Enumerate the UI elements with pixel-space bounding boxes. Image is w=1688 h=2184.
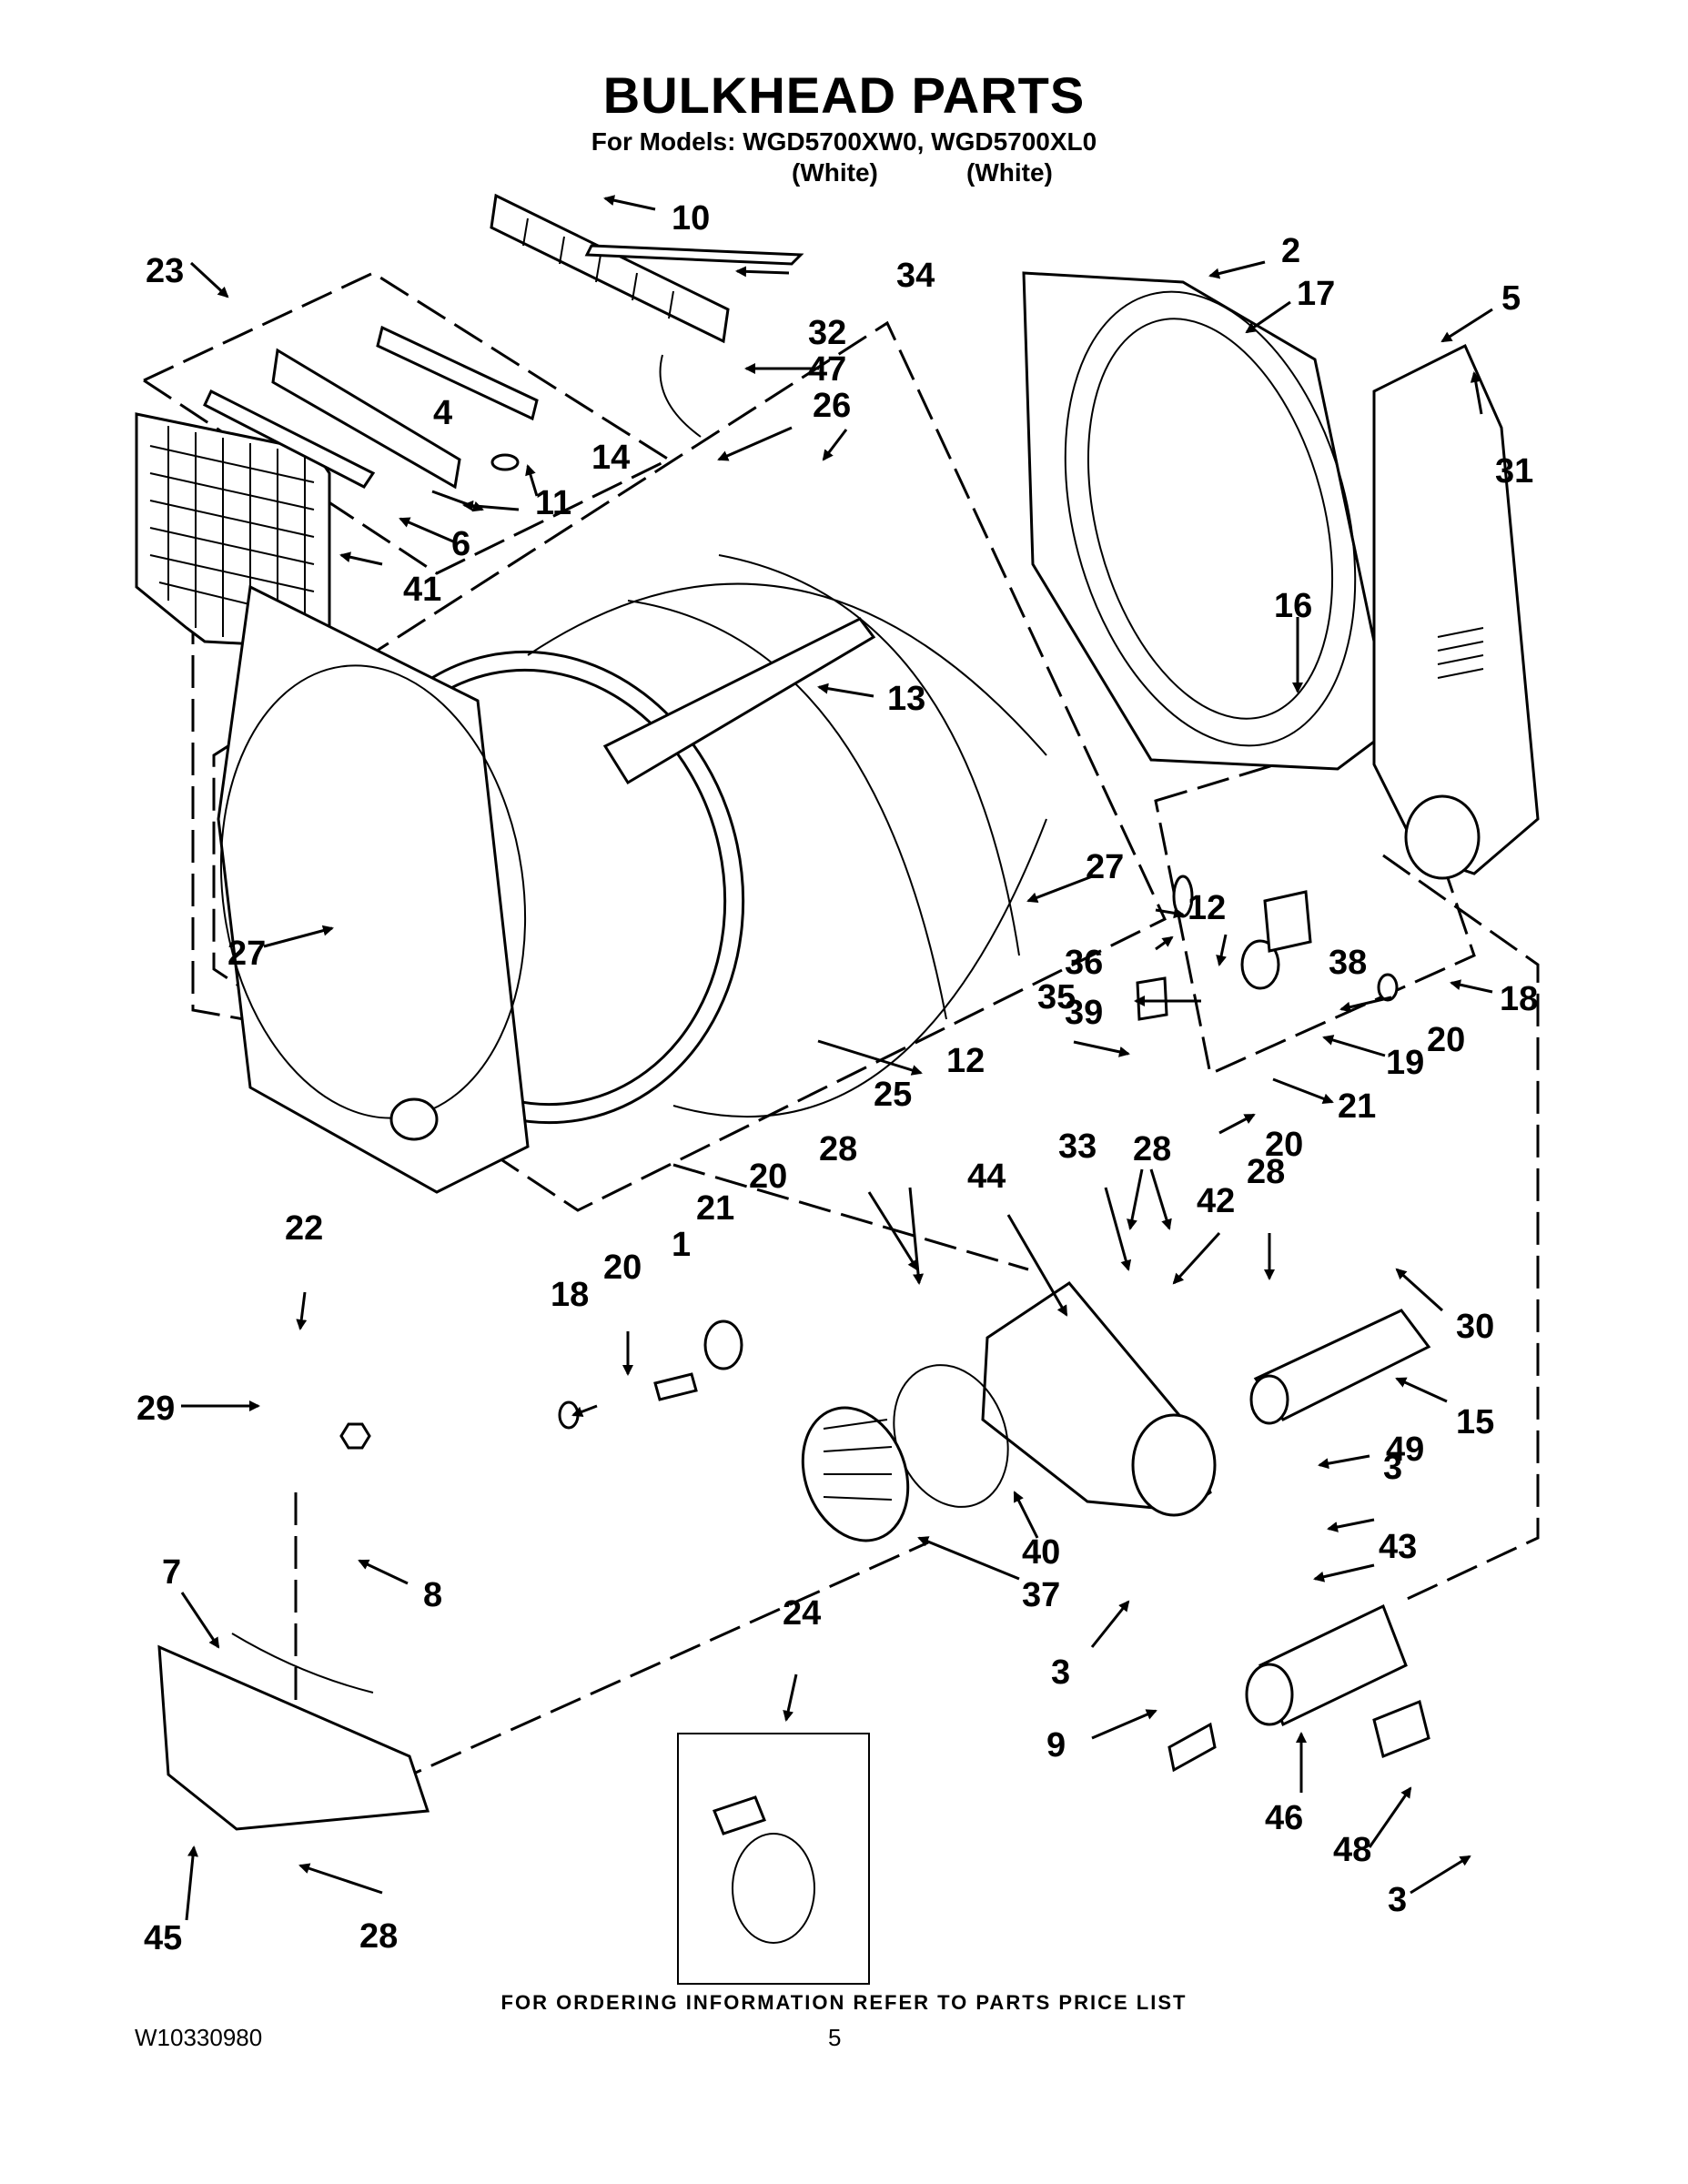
callout-29: 29 [136, 1390, 175, 1428]
callout-30: 30 [1456, 1308, 1494, 1346]
callout-3c: 3 [1388, 1881, 1407, 1919]
page-title: BULKHEAD PARTS [602, 66, 1086, 124]
callout-38: 38 [1329, 944, 1367, 982]
callout-20d: 20 [749, 1158, 787, 1196]
grille-part [490, 193, 804, 438]
callout-14: 14 [591, 439, 630, 477]
callout-48: 48 [1333, 1831, 1371, 1869]
callout-8: 8 [423, 1576, 442, 1614]
callout-36: 36 [1065, 944, 1103, 982]
rear-bulkhead-part [1022, 271, 1540, 880]
callout-1: 1 [672, 1226, 691, 1264]
front-bulkhead-part [217, 584, 530, 1194]
callout-3a: 3 [1383, 1449, 1402, 1487]
callout-10: 10 [672, 199, 710, 238]
callout-27b: 27 [227, 935, 266, 973]
callout-34: 34 [896, 257, 935, 295]
callout-12b: 12 [946, 1042, 985, 1080]
models-line: For Models: WGD5700XW0, WGD5700XL0 [591, 127, 1097, 156]
callout-9: 9 [1046, 1726, 1066, 1764]
callout-12a: 12 [1188, 889, 1226, 927]
callout-33: 33 [1058, 1127, 1097, 1166]
callout-41: 41 [403, 571, 441, 609]
callout-19: 19 [1386, 1044, 1424, 1082]
callout-labels: 1 2 3 3 3 4 5 6 7 8 9 10 11 12 12 13 14 … [136, 199, 1538, 1957]
callout-28d: 28 [359, 1917, 398, 1956]
callout-5: 5 [1501, 279, 1521, 318]
callout-28a: 28 [1133, 1130, 1171, 1168]
callout-20c: 20 [603, 1249, 642, 1287]
leader-lines [180, 195, 1493, 1921]
page-number: 5 [828, 2024, 842, 2051]
callout-32: 32 [808, 314, 846, 352]
callout-27a: 27 [1086, 848, 1124, 886]
assembly-outlines [140, 271, 1540, 1985]
callout-20b: 20 [1265, 1126, 1303, 1164]
document-number: W10330980 [135, 2024, 263, 2051]
callout-26: 26 [813, 387, 851, 425]
model-color-2: (White) [966, 158, 1053, 187]
callout-17: 17 [1297, 275, 1335, 313]
callout-39: 39 [1065, 994, 1103, 1032]
callout-21a: 21 [1338, 1087, 1376, 1126]
callout-40: 40 [1022, 1533, 1060, 1572]
kit-24-box [677, 1733, 870, 1985]
callout-15: 15 [1456, 1403, 1494, 1441]
callout-25: 25 [874, 1076, 912, 1114]
callout-45: 45 [144, 1919, 182, 1957]
hardware-parts [157, 875, 1430, 1831]
callout-3b: 3 [1051, 1653, 1070, 1692]
callout-4: 4 [433, 394, 452, 432]
callout-28c: 28 [819, 1130, 857, 1168]
lint-housing-parts [203, 325, 539, 490]
callout-20a: 20 [1427, 1021, 1465, 1059]
callout-47: 47 [808, 350, 846, 389]
model-color-1: (White) [792, 158, 878, 187]
callout-43: 43 [1379, 1528, 1417, 1566]
callout-42: 42 [1197, 1182, 1235, 1220]
ordering-note: FOR ORDERING INFORMATION REFER TO PARTS … [500, 1991, 1188, 2014]
callout-44: 44 [967, 1158, 1006, 1196]
callout-31: 31 [1495, 452, 1533, 490]
callout-23: 23 [146, 252, 184, 290]
burner-parts [713, 1309, 1431, 1944]
callout-35: 35 [1037, 978, 1076, 1016]
callout-6: 6 [451, 525, 470, 563]
callout-7: 7 [162, 1553, 181, 1592]
callout-21b: 21 [696, 1189, 734, 1228]
callout-49: 49 [1386, 1431, 1424, 1469]
callout-37: 37 [1022, 1576, 1060, 1614]
callout-18a: 18 [1500, 980, 1538, 1018]
callout-11: 11 [535, 484, 571, 522]
callout-13: 13 [887, 680, 925, 718]
callout-16: 16 [1274, 587, 1312, 625]
callout-24: 24 [783, 1594, 821, 1633]
callout-46: 46 [1265, 1799, 1303, 1837]
callout-22: 22 [285, 1209, 323, 1248]
callout-18b: 18 [551, 1276, 589, 1314]
callout-28b: 28 [1247, 1153, 1285, 1191]
blower-parts [801, 1281, 1217, 1542]
callout-2: 2 [1281, 232, 1300, 270]
